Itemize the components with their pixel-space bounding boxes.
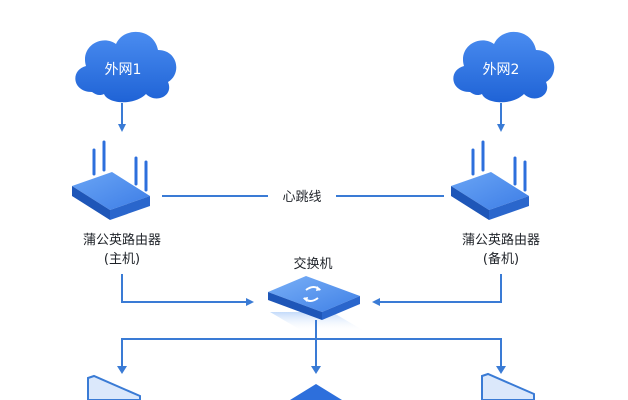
- switch-icon: [268, 276, 366, 332]
- switch-label: 交换机: [293, 256, 332, 272]
- client-right-icon: [481, 372, 535, 400]
- cloud-right-icon: 外网2: [453, 31, 555, 103]
- router-primary-icon: [72, 140, 150, 220]
- arrow-backup-to-switch: [372, 274, 502, 306]
- arrow-client-right: [496, 366, 506, 374]
- client-left-icon: [87, 374, 141, 400]
- arrow-client-center: [311, 366, 321, 374]
- router-backup-name: 蒲公英路由器: [462, 232, 540, 248]
- router-backup-role: (备机): [483, 251, 519, 267]
- heartbeat-label: 心跳线: [282, 190, 321, 205]
- switch-distribution-line: [121, 338, 502, 372]
- cloud-left-icon: 外网1: [75, 31, 177, 103]
- cloud-left-label: 外网1: [105, 62, 142, 78]
- router-backup-icon: [451, 140, 529, 220]
- router-primary-role: (主机): [104, 252, 140, 267]
- client-center-icon: [290, 384, 342, 400]
- arrow-client-left: [117, 366, 127, 374]
- arrow-primary-to-switch: [121, 274, 254, 306]
- router-primary-name: 蒲公英路由器: [83, 232, 161, 248]
- cloud-right-label: 外网2: [483, 62, 520, 78]
